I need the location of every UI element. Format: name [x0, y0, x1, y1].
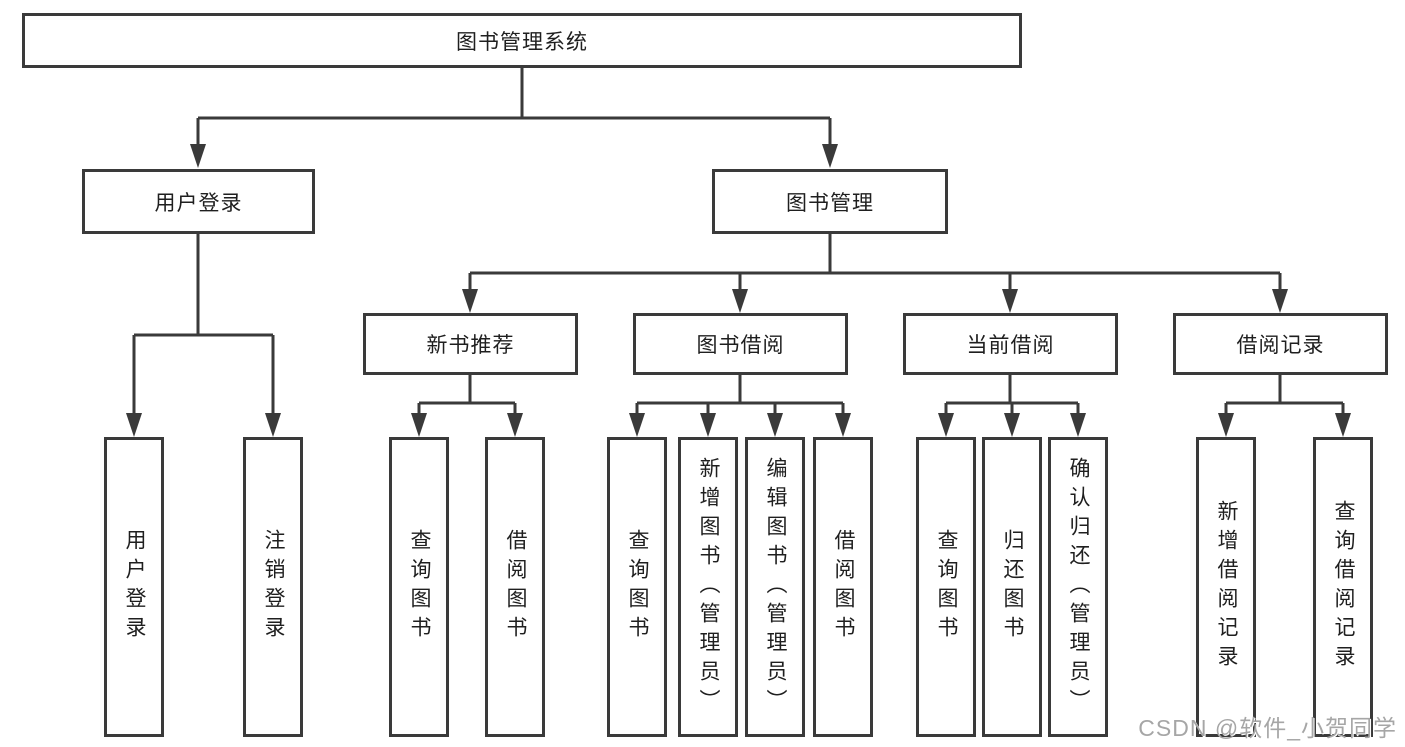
- node-book-management: 图书管理: [712, 169, 948, 234]
- node-current-borrowing: 当前借阅: [903, 313, 1118, 375]
- leaf-user-login: 用户登录: [104, 437, 164, 737]
- node-new-book-recommend: 新书推荐: [363, 313, 578, 375]
- leaf-add-books-admin: 新增图书（管理员）: [678, 437, 738, 737]
- leaf-query-books-current: 查询图书: [916, 437, 976, 737]
- leaf-add-borrow-record: 新增借阅记录: [1196, 437, 1256, 737]
- node-borrowing-records: 借阅记录: [1173, 313, 1388, 375]
- leaf-borrow-books-borrowing: 借阅图书: [813, 437, 873, 737]
- leaf-confirm-return-admin: 确认归还（管理员）: [1048, 437, 1108, 737]
- leaf-logout: 注销登录: [243, 437, 303, 737]
- leaf-query-borrow-record: 查询借阅记录: [1313, 437, 1373, 737]
- leaf-borrow-books-recommend: 借阅图书: [485, 437, 545, 737]
- node-user-login: 用户登录: [82, 169, 315, 234]
- leaf-edit-books-admin: 编辑图书（管理员）: [745, 437, 805, 737]
- node-library-management-system: 图书管理系统: [22, 13, 1022, 68]
- node-book-borrowing: 图书借阅: [633, 313, 848, 375]
- leaf-return-books: 归还图书: [982, 437, 1042, 737]
- leaf-query-books-recommend: 查询图书: [389, 437, 449, 737]
- leaf-query-books-borrowing: 查询图书: [607, 437, 667, 737]
- csdn-watermark: CSDN @软件_小贺同学: [1138, 715, 1397, 741]
